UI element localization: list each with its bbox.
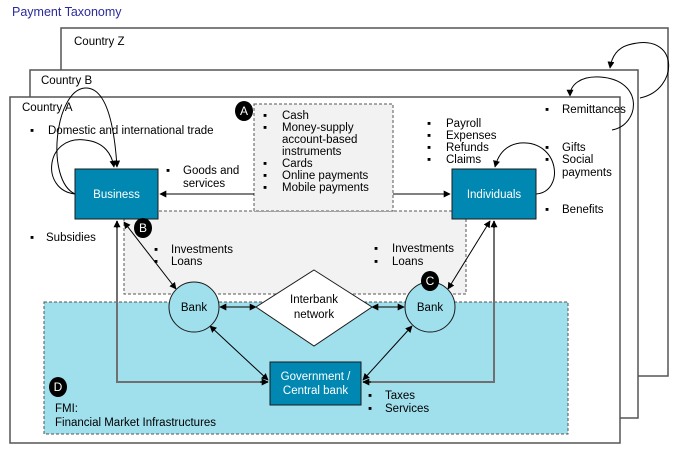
label-goods-and-services-2: services xyxy=(183,178,225,190)
svg-text:▪: ▪ xyxy=(166,165,170,177)
line-individuals-government xyxy=(363,221,495,383)
badge-b-label: B xyxy=(139,221,147,235)
list-payment-instruments: ▪ Cash ▪ Money-supply account-based inst… xyxy=(263,110,369,194)
list-item: Expenses xyxy=(446,130,497,142)
badge-c xyxy=(421,271,439,291)
label-loans-right: Loans xyxy=(392,256,424,268)
badge-c-label: C xyxy=(426,274,435,288)
svg-text:▪: ▪ xyxy=(154,256,158,268)
svg-text:▪: ▪ xyxy=(154,244,158,256)
svg-text:▪: ▪ xyxy=(368,403,372,415)
label-social-payments-2: payments xyxy=(562,167,612,179)
label-fmi-full: Financial Market Infrastructures xyxy=(55,417,216,429)
list-item: Online payments xyxy=(282,170,369,182)
list-item: Refunds xyxy=(446,142,489,154)
arrow-bank-right-government xyxy=(362,325,413,381)
label-benefits: Benefits xyxy=(562,204,604,216)
label-domestic-international-trade: Domestic and international trade xyxy=(48,125,214,137)
arrow-bank-left-government xyxy=(209,325,269,381)
label-investments-left: Investments xyxy=(171,244,233,256)
svg-text:▪: ▪ xyxy=(263,110,267,122)
zone-payment-instruments xyxy=(253,103,394,212)
node-government-label-1: Government / xyxy=(281,371,351,383)
svg-text:▪: ▪ xyxy=(263,170,267,182)
individuals-self-loop xyxy=(493,142,555,195)
label-subsidies: Subsidies xyxy=(46,232,96,244)
badge-b xyxy=(134,218,152,238)
diagram-title: Payment Taxonomy xyxy=(12,5,122,19)
svg-text:▪: ▪ xyxy=(30,232,34,244)
list-item: Money-supply xyxy=(282,122,354,134)
node-individuals xyxy=(451,168,537,220)
label-gifts: Gifts xyxy=(562,142,586,154)
svg-text:▪: ▪ xyxy=(427,118,431,130)
arrow-individuals-bank xyxy=(447,220,491,290)
svg-text:▪: ▪ xyxy=(368,390,372,402)
svg-text:▪: ▪ xyxy=(374,243,378,255)
svg-text:▪: ▪ xyxy=(263,122,267,134)
zone-banking-services xyxy=(123,210,467,295)
list-item: Cards xyxy=(282,158,313,170)
badge-a-label: A xyxy=(240,104,248,118)
label-services: Services xyxy=(385,403,429,415)
node-bank-left xyxy=(168,281,220,333)
list-item-continued: account-based xyxy=(282,134,357,146)
svg-text:▪: ▪ xyxy=(263,182,267,194)
list-item-continued: instruments xyxy=(282,146,342,158)
node-interbank-network xyxy=(255,269,373,347)
node-business-label: Business xyxy=(93,189,140,201)
svg-text:▪: ▪ xyxy=(545,104,549,116)
svg-text:▪: ▪ xyxy=(545,204,549,216)
label-social-payments-1: Social xyxy=(562,154,593,166)
list-item: Claims xyxy=(446,154,481,166)
svg-text:▪: ▪ xyxy=(30,125,34,137)
node-interbank-label-2: network xyxy=(294,309,335,321)
business-foreign-loop xyxy=(56,87,121,195)
remittance-loop-b-a xyxy=(566,76,634,131)
node-bank-left-label: Bank xyxy=(181,302,207,314)
business-self-loop xyxy=(51,139,117,195)
svg-text:▪: ▪ xyxy=(427,130,431,142)
svg-text:▪: ▪ xyxy=(545,142,549,154)
label-country-a: Country A xyxy=(22,102,73,114)
node-bank-right-label: Bank xyxy=(417,302,443,314)
badge-d-label: D xyxy=(54,380,63,394)
label-country-z: Country Z xyxy=(74,36,125,48)
label-goods-and-services-1: Goods and xyxy=(183,165,239,177)
node-interbank-label-1: Interbank xyxy=(290,294,338,306)
remittance-loop-z-b xyxy=(607,42,670,99)
label-loans-left: Loans xyxy=(171,256,203,268)
node-business xyxy=(74,168,159,220)
node-individuals-label: Individuals xyxy=(467,189,522,201)
badge-d xyxy=(49,377,67,397)
svg-text:▪: ▪ xyxy=(427,142,431,154)
list-item: Cash xyxy=(282,110,309,122)
svg-text:▪: ▪ xyxy=(545,154,549,166)
badge-a xyxy=(235,101,253,121)
svg-text:▪: ▪ xyxy=(263,158,267,170)
label-remittances: Remittances xyxy=(562,104,626,116)
svg-text:▪: ▪ xyxy=(427,154,431,166)
svg-text:▪: ▪ xyxy=(374,256,378,268)
node-government-label-2: Central bank xyxy=(283,385,348,397)
arrow-business-bank xyxy=(123,221,177,290)
list-item: Mobile payments xyxy=(282,182,369,194)
label-taxes: Taxes xyxy=(385,390,415,402)
label-investments-right: Investments xyxy=(392,243,454,255)
node-government xyxy=(269,361,362,406)
list-individual-income: ▪ Payroll ▪ Expenses ▪ Refunds ▪ Claims xyxy=(427,118,497,166)
line-business-government xyxy=(116,221,268,383)
list-item: Payroll xyxy=(446,118,481,130)
label-fmi: FMI: xyxy=(55,403,78,415)
label-country-b: Country B xyxy=(41,75,92,87)
